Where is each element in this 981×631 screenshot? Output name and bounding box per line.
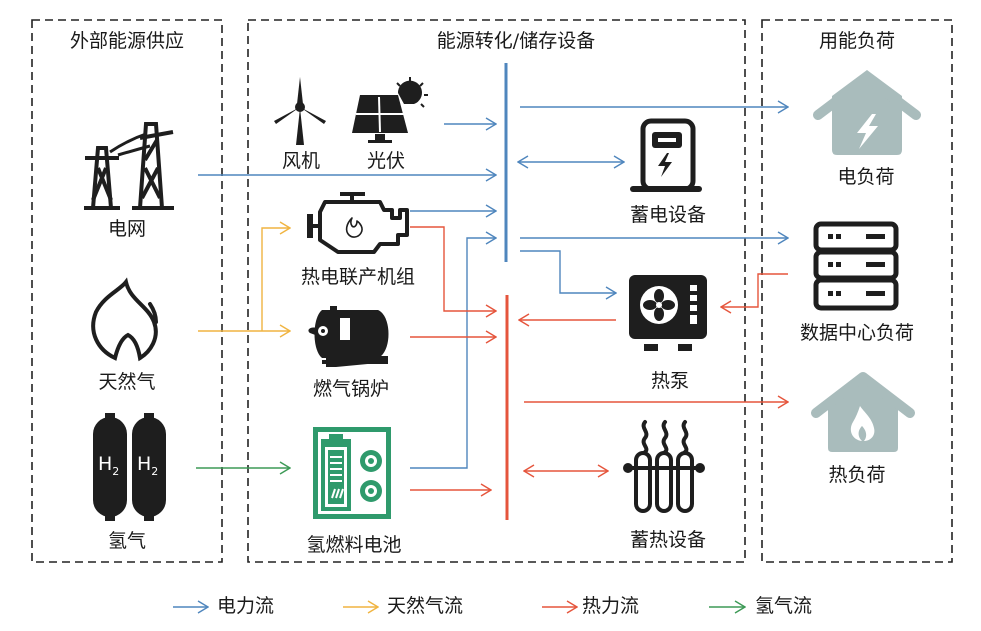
chp-label: 热电联产机组 [300,266,416,288]
flow-chp-heat-to-bus [410,226,496,311]
legend-electric: 电力流 [217,595,275,617]
legend-heat: 热力流 [582,595,640,617]
boiler-icon [308,306,389,367]
fuel-cell-label: 氢燃料电池 [306,534,402,556]
fuel-cell-icon [313,427,391,519]
load-section-title: 用能负荷 [818,30,896,52]
tank-label-2: H2 [137,455,158,477]
tank-h-text: H [137,453,152,475]
tank-sub-text: 2 [151,464,159,478]
pv-label: 光伏 [366,150,406,172]
flow-dc-heat-to-heat-pump [721,273,788,307]
heat-pump-icon [629,275,707,351]
conversion-section-box [247,19,746,563]
server-rack-icon [813,221,899,311]
battery-storage-icon [630,118,702,192]
legend-gas: 天然气流 [387,595,464,617]
elec-load-label: 电负荷 [837,166,895,188]
tank-sub-text: 2 [112,464,120,478]
flame-icon [91,277,158,362]
natural-gas-label: 天然气 [98,371,156,393]
boiler-label: 燃气锅炉 [312,378,390,400]
load-section-box [761,19,953,563]
hydrogen-tank-icon [93,413,166,521]
tank-label-1: H2 [98,455,119,477]
heat-load-label: 热负荷 [828,464,886,486]
heat-pump-label: 热泵 [650,370,690,392]
wind-label: 风机 [281,150,321,172]
supply-section-title: 外部能源供应 [69,30,185,52]
solar-panel-icon [352,77,428,143]
wind-turbine-icon [274,77,326,145]
legend-hydrogen: 氢气流 [755,595,813,617]
grid-label: 电网 [107,218,147,240]
power-tower-icon [84,122,174,210]
radiator-icon [623,420,705,513]
conversion-section-title: 能源转化/储存设备 [436,30,596,52]
house-flame-icon [811,372,915,452]
dc-load-label: 数据中心负荷 [799,322,915,344]
tank-h-text: H [98,453,113,475]
house-bolt-icon [813,70,921,155]
heat-storage-label: 蓄热设备 [629,529,707,551]
engine-icon [307,192,409,254]
hydrogen-label: 氢气 [107,530,147,552]
flow-fuelcell-electric-to-bus [410,238,496,469]
supply-section-box [31,19,223,563]
flow-bus-to-heat-pump [520,250,616,293]
flow-gas-to-chp [261,228,290,331]
battery-label: 蓄电设备 [629,204,707,226]
